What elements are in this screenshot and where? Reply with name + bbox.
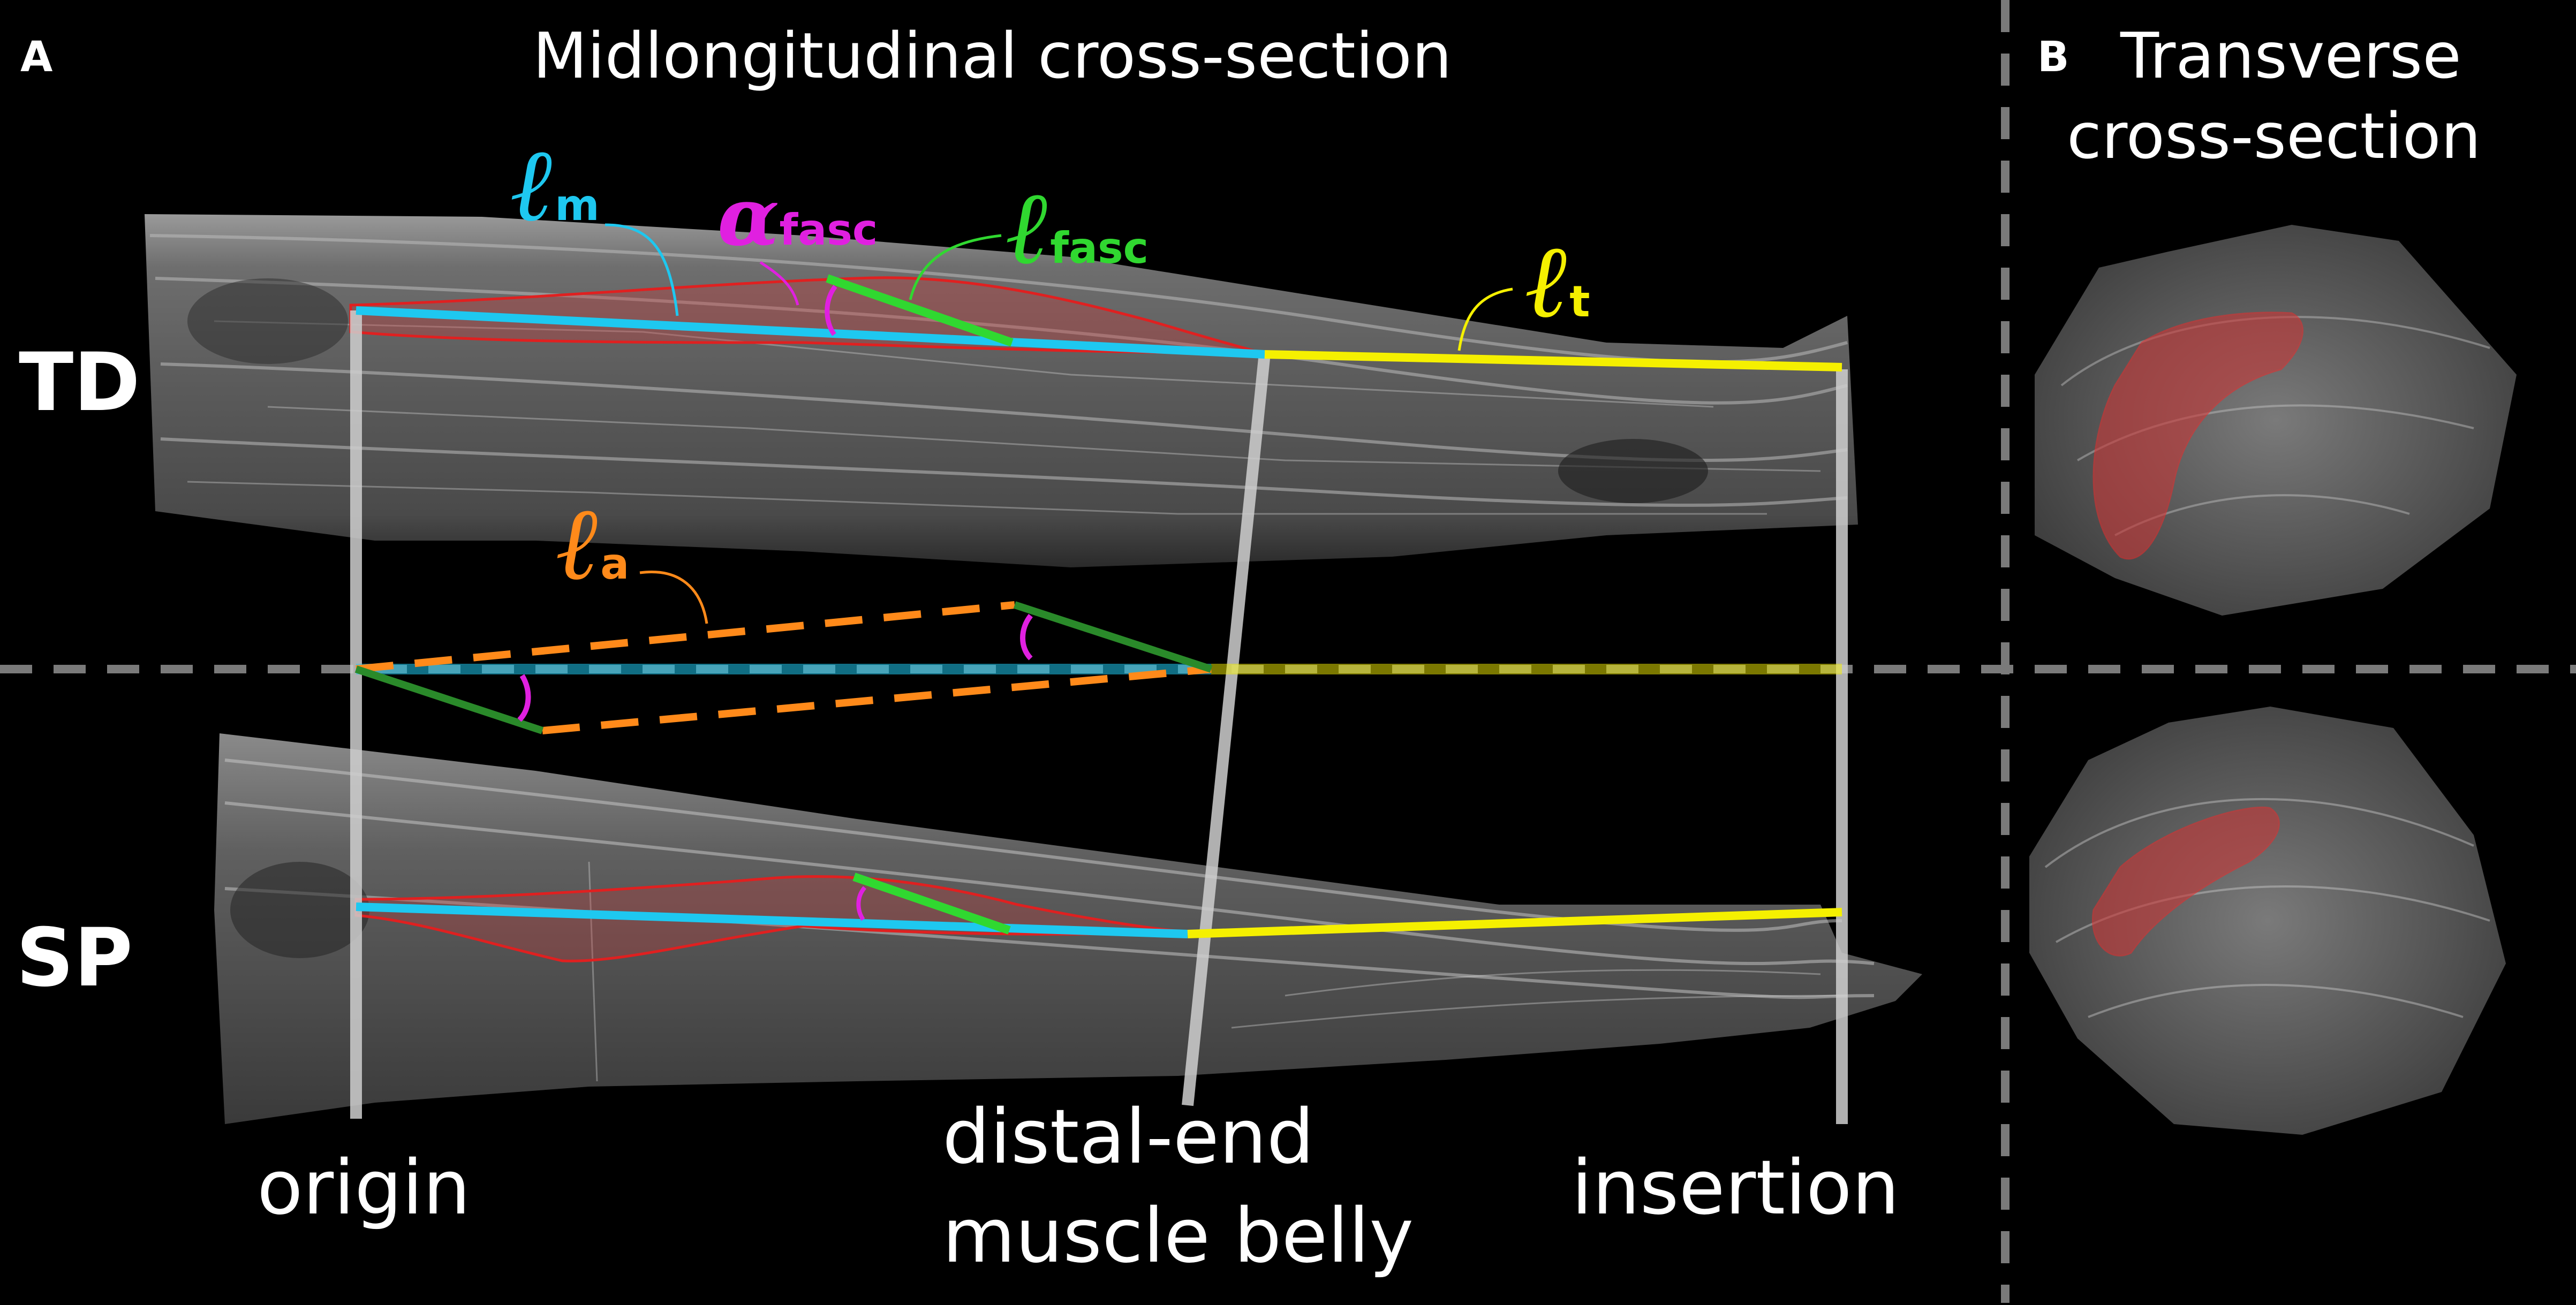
symbol-leaders [605,223,1513,624]
pennation-angle-symbol-main: α [717,170,780,264]
panel-b-letter: B [2037,33,2069,81]
distal-end-label-line2: muscle belly [942,1193,1414,1280]
td-tendon-length-line [1264,350,1842,371]
muscle-length-symbol: ℓm [511,134,600,236]
panel-a-title: Midlongitudinal cross-section [533,19,1452,93]
tendon-length-symbol-sub: t [1569,277,1590,327]
panel-a-letter: A [20,33,53,81]
td-pennation-arc [825,285,837,336]
row-label-sp: SP [16,912,133,1005]
distal-end-line [1182,352,1271,1106]
tendon-length-symbol-main: ℓ [1526,221,1570,340]
row-label-td: TD [19,336,140,429]
fascicle-length-symbol: ℓfasc [1007,177,1149,278]
fascicle-length-symbol-main: ℓ [1007,168,1051,287]
td-muscle-outline [349,276,1264,355]
aponeurosis-length-symbol: ℓa [557,492,629,594]
td-transverse-image [2035,225,2517,616]
pennation-angle-symbol: αfasc [717,177,878,257]
sp-tendon-length-line [1187,908,1842,938]
muscle-length-symbol-sub: m [555,180,600,230]
td-fascicle-line [826,274,1014,347]
sp-transverse-image [2029,707,2506,1135]
distal-end-label-line1: distal-end [942,1094,1315,1181]
td-muscle-length-line [356,306,1265,359]
fascicle-length-symbol-sub: fasc [1050,223,1149,273]
marker-lines [350,310,1848,1124]
tendon-length-symbol: ℓt [1526,230,1590,332]
td-ultrasound-image [145,214,1858,567]
origin-label: origin [257,1144,471,1232]
pennation-angle-symbol-sub: fasc [779,205,878,255]
aponeurosis-length-symbol-sub: a [600,539,630,589]
panel-b-title-line2: cross-section [2067,99,2481,173]
sp-muscle-length-line [356,902,1188,938]
aponeurosis-schematic [354,601,1842,734]
muscle-length-symbol-main: ℓ [511,125,555,244]
panel-b-title-line1: Transverse [2120,19,2461,93]
aponeurosis-length-symbol-main: ℓ [557,483,601,603]
insertion-label: insertion [1572,1144,1900,1232]
sp-pennation-arc [856,886,867,921]
sp-fascicle-line [852,872,1011,935]
